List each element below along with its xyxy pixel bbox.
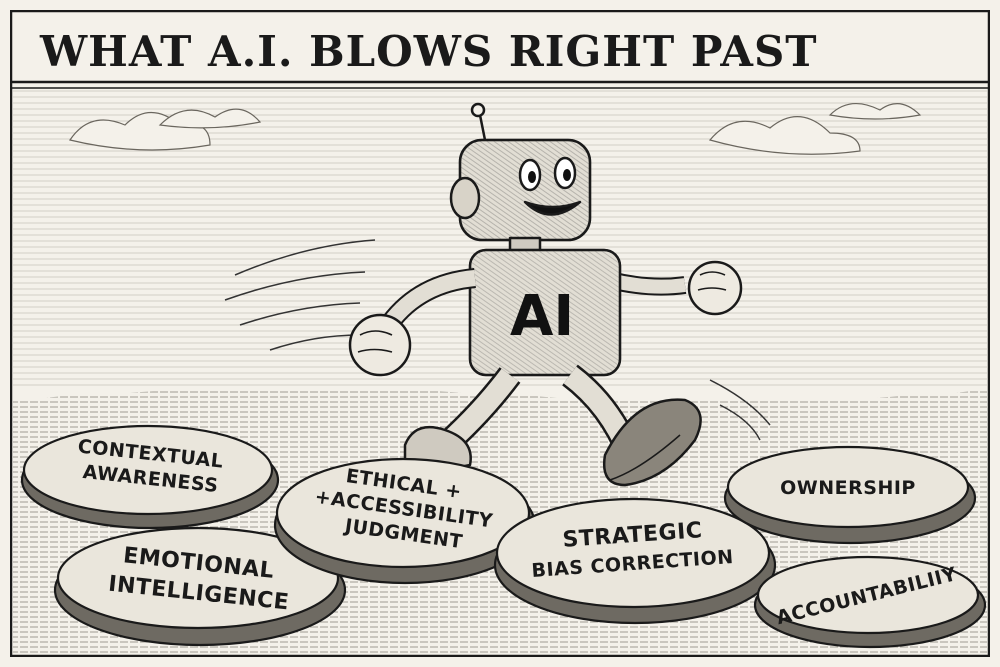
robot-arm-left: [348, 268, 477, 377]
cartoon-frame: WHAT A.I. BLOWS RIGHT PAST: [10, 10, 990, 657]
robot-head: [449, 138, 592, 242]
robot-chest-label: AI: [510, 284, 574, 349]
clouds: [69, 103, 922, 155]
stone-emotional-intelligence: EMOTIONAL INTELLIGENCE: [53, 526, 347, 647]
title-banner: WHAT A.I. BLOWS RIGHT PAST: [11, 27, 989, 89]
robot-fist-left: [348, 313, 412, 377]
robot-leg-front: [562, 364, 702, 487]
stone-label: OWNERSHIP: [780, 477, 916, 499]
page-title: WHAT A.I. BLOWS RIGHT PAST: [39, 27, 818, 76]
robot-antenna: [478, 114, 487, 141]
stone-accountability: ACCOUNTABILIIY: [753, 555, 987, 649]
stone-ownership: OWNERSHIP: [723, 445, 977, 545]
stone-strategic-bias: STRATEGIC BIAS CORRECTION: [493, 497, 777, 625]
robot-foot-front: [602, 398, 702, 487]
robot-body: AI: [468, 248, 622, 377]
robot: AI: [348, 102, 743, 487]
robot-ear: [449, 176, 481, 220]
robot-smile: [523, 200, 582, 216]
motion-lines: [224, 239, 771, 441]
stepping-stones: CONTEXTUAL AWARENESS EMOTIONAL INTELLIGE…: [20, 424, 987, 649]
stone-contextual-awareness: CONTEXTUAL AWARENESS: [20, 424, 280, 530]
robot-antenna-tip: [470, 102, 486, 118]
robot-leg-back: [403, 367, 521, 470]
stone-ethical-judgment: ETHICAL + +ACCESSIBILITY JUDGMENT: [273, 457, 537, 585]
